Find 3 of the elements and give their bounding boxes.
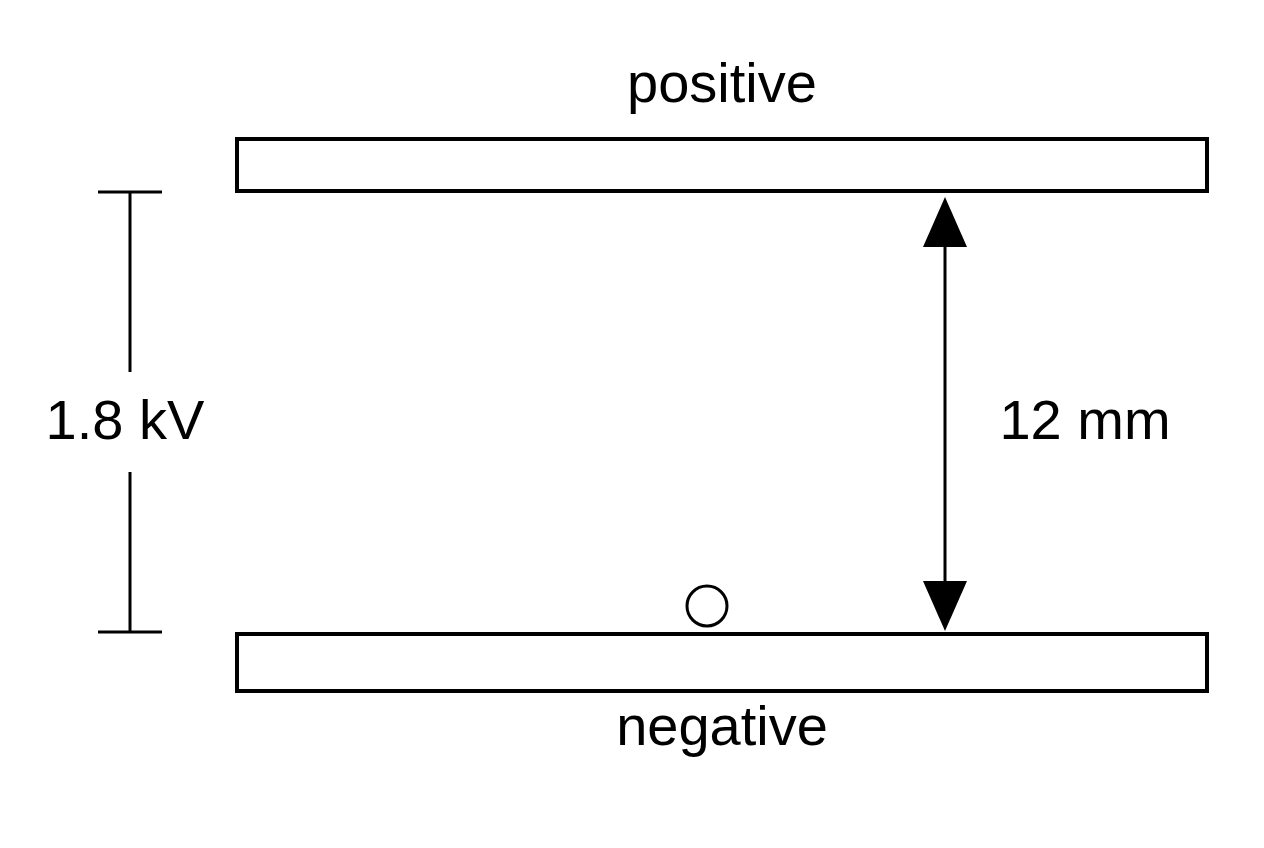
dimension-label: 12 mm <box>998 392 1172 448</box>
dimension-label: 1.8 kV <box>44 392 206 448</box>
ball <box>685 584 729 628</box>
